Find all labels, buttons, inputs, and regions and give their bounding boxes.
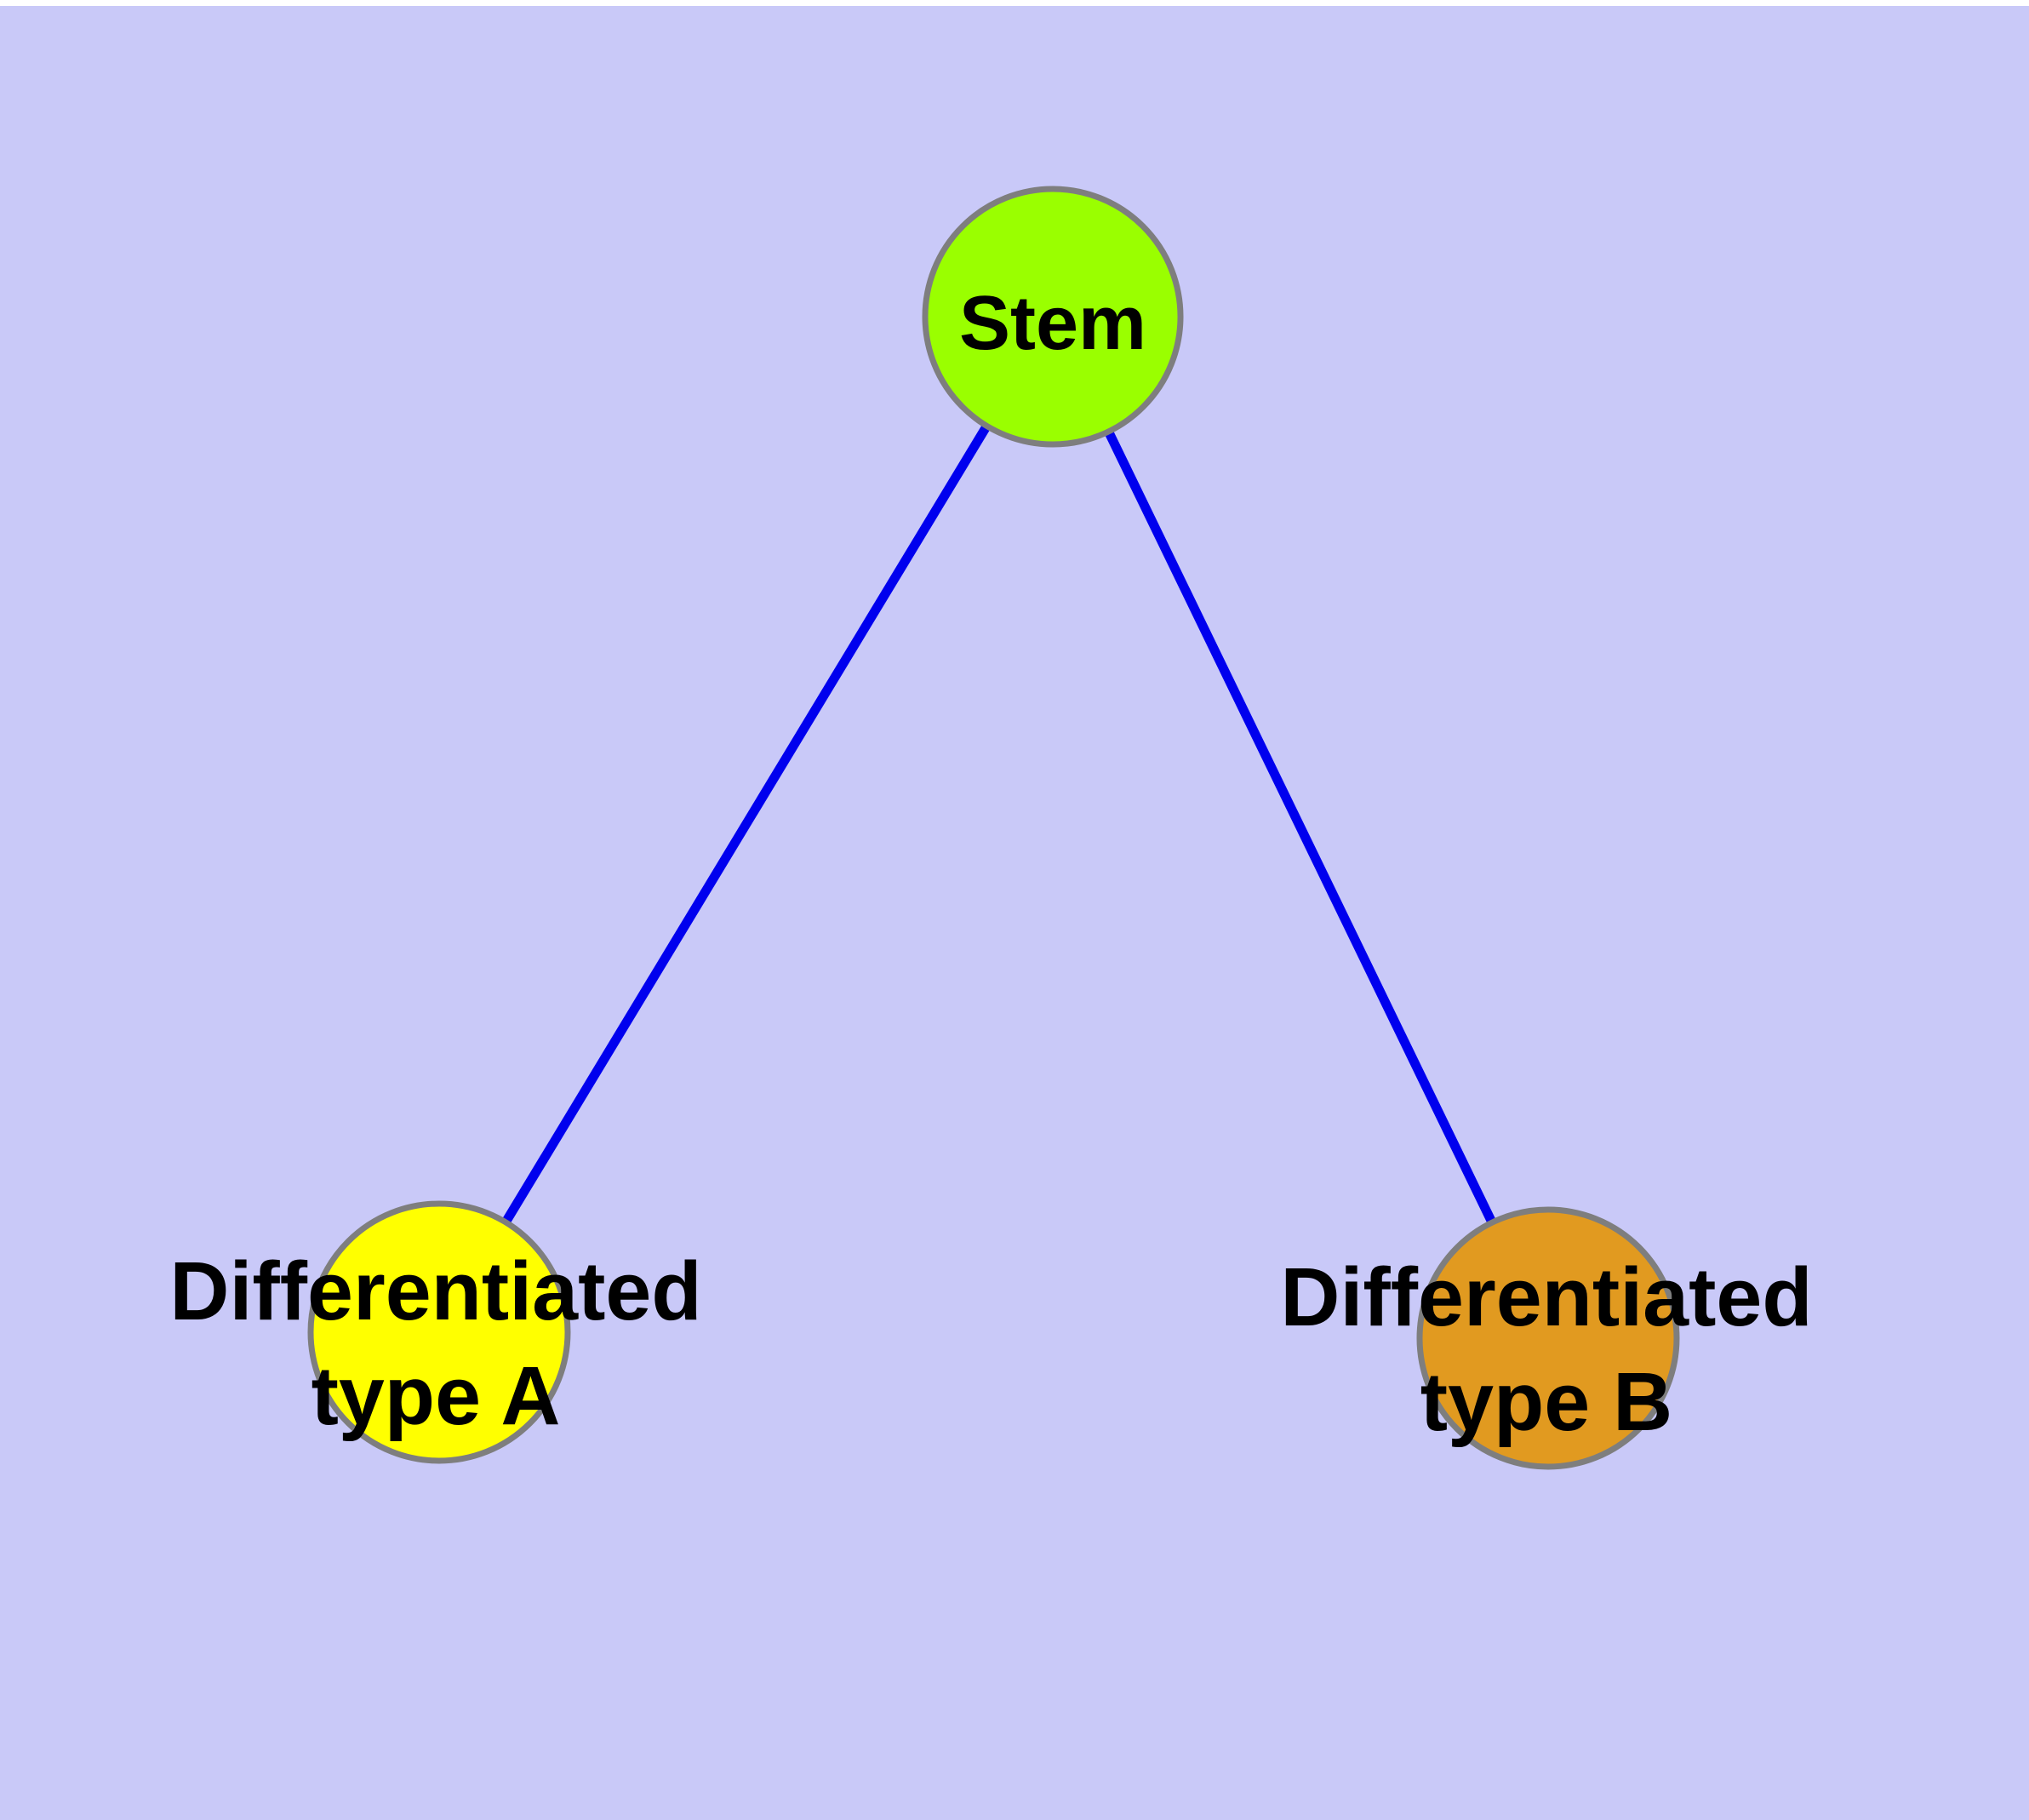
node-type-a-label-line1: Differentiated (169, 1245, 701, 1337)
node-type-b-label-line2: type B (1420, 1355, 1672, 1448)
edge-stem-to-type-b (1049, 314, 1552, 1341)
node-stem-label: Stem (959, 281, 1146, 366)
edge-stem-to-type-a (435, 314, 1057, 1335)
node-stem-circle (922, 186, 1184, 448)
node-type-b-circle (1416, 1206, 1680, 1470)
node-type-a-circle (307, 1200, 571, 1464)
node-type-a-label-line2: type A (311, 1349, 561, 1442)
node-type-b-label-line1: Differentiated (1280, 1251, 1812, 1343)
